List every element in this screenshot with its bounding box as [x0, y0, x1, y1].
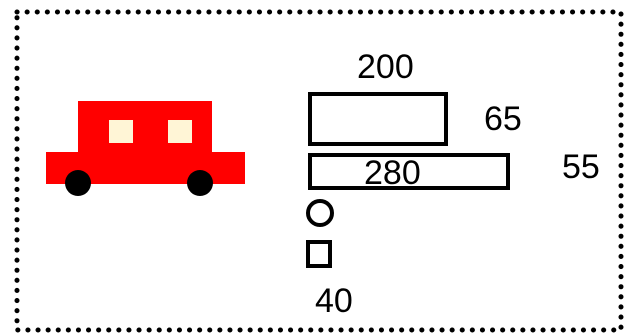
- red-car-icon: [46, 101, 245, 196]
- rectangle-upper: [310, 94, 446, 144]
- car-wheel-right: [187, 170, 213, 196]
- label-top: 200: [357, 50, 414, 84]
- small-circle: [308, 201, 332, 225]
- label-right-far: 55: [562, 150, 600, 184]
- label-middle: 280: [364, 156, 421, 190]
- label-right-upper: 65: [484, 102, 522, 136]
- car-window-left: [109, 120, 133, 143]
- label-bottom: 40: [315, 284, 353, 318]
- small-square: [308, 242, 330, 266]
- car-wheel-left: [65, 170, 91, 196]
- car-window-right: [168, 120, 192, 143]
